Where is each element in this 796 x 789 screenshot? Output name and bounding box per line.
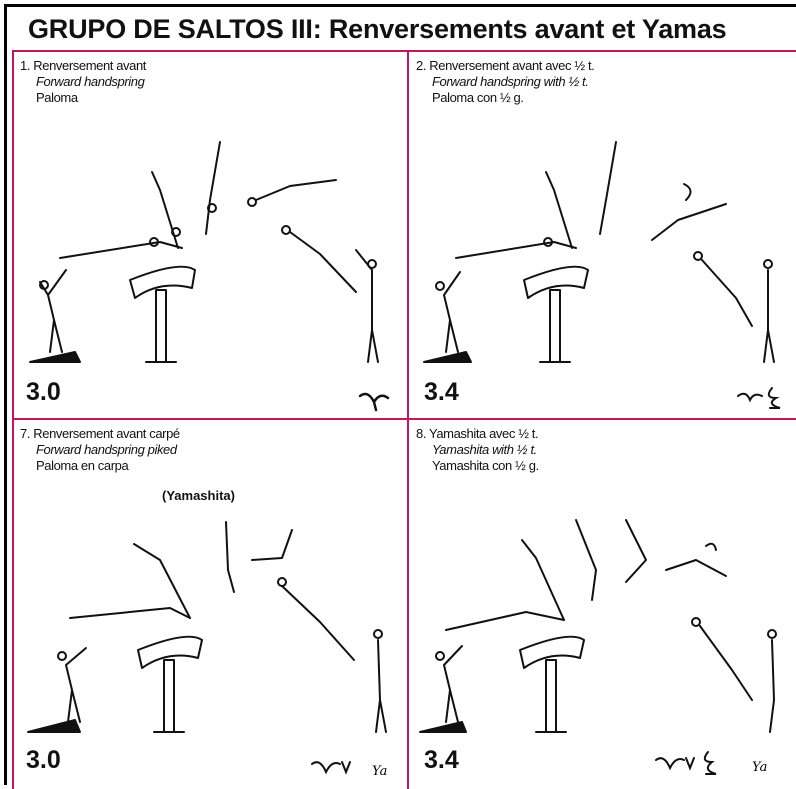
- cell-1-en: Forward handspring: [36, 74, 145, 89]
- cell-3-en: Forward handspring piked: [36, 442, 177, 457]
- gymnast-vault-figure-yamashita-half: [419, 519, 777, 733]
- cell-4-value: 3.4: [424, 746, 459, 774]
- cell-1-es: Paloma: [36, 90, 78, 105]
- grid-divider-horizontal: [12, 418, 796, 420]
- cell-1-fr: 1. Renversement avant: [20, 58, 147, 73]
- cell-2-en: Forward handspring with ½ t.: [432, 74, 589, 89]
- page-frame: [4, 4, 796, 785]
- cell-2-fr: 2. Renversement avant avec ½ t.: [416, 58, 595, 73]
- page-title: GRUPO DE SALTOS III: Renversements avant…: [28, 14, 727, 44]
- cell-3-es: Paloma en carpa: [36, 458, 129, 473]
- cell-1-value: 3.0: [26, 378, 61, 406]
- vault-symbol-yamashita-icon: [311, 761, 351, 775]
- cell-3-fr: 7. Renversement avant carpé: [20, 426, 180, 441]
- cell-1-label: 1. Renversement avant Forward handspring…: [20, 58, 146, 106]
- cell-4-label: 8. Yamashita avec ½ t. Yamashita with ½ …: [416, 426, 539, 474]
- gymnast-vault-figure: [29, 141, 379, 363]
- cell-3-label: 7. Renversement avant carpé Forward hand…: [20, 426, 180, 474]
- cell-4-es: Yamashita con ½ g.: [432, 458, 539, 473]
- cell-4-symbol-text: Ya: [752, 760, 768, 775]
- vault-symbol-half-turn-icon: [737, 387, 781, 409]
- vault-symbol-yamashita-half-icon: [655, 751, 717, 775]
- cell-4-en: Yamashita with ½ t.: [432, 442, 537, 457]
- cell-3-value: 3.0: [26, 746, 61, 774]
- cell-2-label: 2. Renversement avant avec ½ t. Forward …: [416, 58, 595, 106]
- gymnast-vault-figure-half-turn: [423, 141, 775, 363]
- cell-3-extra: (Yamashita): [162, 488, 235, 503]
- cell-2-es: Paloma con ½ g.: [432, 90, 524, 105]
- cell-3-symbol-text: Ya: [372, 764, 388, 779]
- cell-4-fr: 8. Yamashita avec ½ t.: [416, 426, 539, 441]
- cell-2-value: 3.4: [424, 378, 459, 406]
- vault-symbol-icon: [358, 392, 390, 412]
- gymnast-vault-figure-piked: [27, 521, 387, 733]
